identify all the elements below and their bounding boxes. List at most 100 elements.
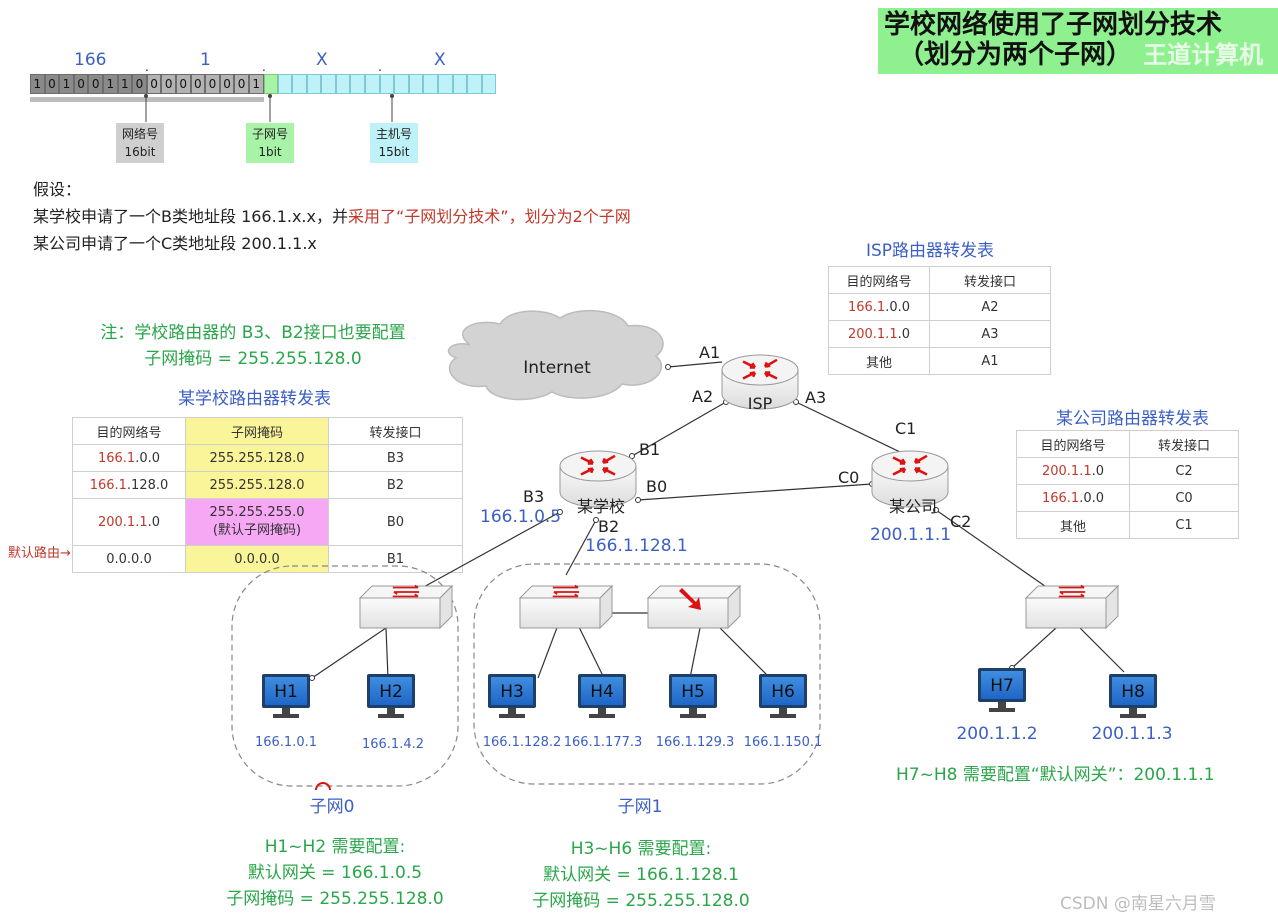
isp-router	[721, 354, 799, 410]
school-router	[559, 450, 637, 508]
footer-credit: CSDN @南星六月雪	[1060, 894, 1216, 914]
host-computer-1: H1	[262, 674, 310, 718]
assumption: 假设： 某学校申请了一个B类地址段 166.1.x.x，并采用了“子网划分技术”…	[33, 180, 631, 253]
interface-ips: 166.1.0.5 166.1.128.1 200.1.1.1	[480, 507, 951, 556]
network-bit-cell: 0	[205, 74, 220, 94]
default-route-label: 默认路由→	[8, 546, 71, 561]
page-title: 学校网络使用了子网划分技术 （划分为两个子网） 王道计算机	[878, 8, 1278, 74]
links	[311, 361, 1125, 679]
octet-label-4: X	[434, 50, 446, 70]
ip-c2: 200.1.1.1	[870, 525, 951, 545]
table-row: 166.1.128.0 255.255.128.0 B2	[72, 471, 463, 499]
host-name: H3	[500, 682, 524, 702]
host-bit-cell	[408, 74, 424, 94]
config-h3h6: H3~H6 需要配置: 默认网关 = 166.1.128.1 子网掩码 = 25…	[532, 839, 750, 911]
host-ip-h7: 200.1.1.2	[956, 724, 1037, 744]
host-bit-cell	[321, 74, 336, 94]
network-bit-cell: 1	[102, 74, 118, 94]
host-bit-cell	[292, 74, 307, 94]
host-ip-h4: 166.1.177.3	[564, 735, 643, 750]
port-b2: B2	[598, 517, 619, 536]
network-bit-cell: 1	[30, 74, 45, 94]
config-h1h2: H1~H2 需要配置: 默认网关 = 166.1.0.5 子网掩码 = 255.…	[226, 837, 444, 909]
table-row: 目的网络号转发接口	[828, 266, 1051, 294]
host-bits	[277, 74, 497, 94]
port-labels: A1 A2 A3 B1 B0 B3 B2 C1 C0 C2	[523, 343, 971, 536]
company-router	[871, 450, 949, 508]
company-table-title: 某公司路由器转发表	[1056, 409, 1209, 429]
internet-cloud: Internet	[447, 309, 664, 401]
port-c2: C2	[950, 512, 971, 531]
subnet-bit	[263, 74, 278, 94]
ip-b2: 166.1.128.1	[585, 536, 688, 556]
network-bit-cell: 0	[190, 74, 206, 94]
table-row: 目的网络号转发接口	[1016, 430, 1239, 458]
bit-underline	[30, 97, 264, 102]
network-bit-cell: 1	[248, 74, 264, 94]
network-bit-cell: 0	[73, 74, 89, 94]
school-table-title: 某学校路由器转发表	[178, 389, 331, 409]
host-bit-cell	[438, 74, 453, 94]
network-bit-cell: 0	[146, 74, 162, 94]
host-computer-3: H3	[488, 674, 536, 718]
octet-label-1: 166	[74, 50, 107, 70]
port-b3: B3	[523, 487, 544, 506]
company-router-label: 某公司	[889, 497, 937, 516]
port-a1: A1	[699, 343, 720, 362]
internet-label: Internet	[523, 358, 591, 378]
host-bit-cell	[452, 74, 468, 94]
cursor-mark	[315, 782, 331, 791]
company-host-ips: 200.1.1.2 200.1.1.3	[956, 724, 1172, 744]
host-name: H6	[771, 682, 795, 702]
host-bit-cell	[379, 74, 395, 94]
title-line2: （划分为两个子网） 王道计算机	[898, 40, 1264, 70]
host-name: H4	[590, 682, 614, 702]
network-bit-cell: 1	[59, 74, 74, 94]
host-bit-cell	[467, 74, 482, 94]
network-bit-cell: 0	[234, 74, 249, 94]
network-bit-cell: 1	[117, 74, 133, 94]
host-name: H7	[990, 676, 1014, 696]
host-ips: 166.1.0.1 166.1.4.2 166.1.128.2 166.1.17…	[255, 735, 822, 752]
network-bit-cell: 0	[44, 74, 60, 94]
host-ip-h6: 166.1.150.1	[744, 735, 823, 750]
port-b0: B0	[646, 477, 667, 496]
host-ip-h5: 166.1.129.3	[656, 735, 735, 750]
subnet1-label: 子网1	[618, 797, 663, 817]
host-name: H1	[274, 682, 298, 702]
subnet0-label: 子网0	[310, 797, 355, 817]
host-computer-4: H4	[578, 674, 626, 718]
host-ip-h1: 166.1.0.1	[255, 735, 317, 750]
school-route-table: 目的网络号 子网掩码 转发接口 166.1.0.0 255.255.128.0 …	[72, 417, 463, 573]
host-computer-6: H6	[759, 674, 807, 718]
hub-subnet1-right	[646, 584, 742, 630]
isp-table-title: ISP路由器转发表	[866, 241, 995, 261]
note: 注：学校路由器的 B3、B2接口也要配置 子网掩码 = 255.255.128.…	[100, 323, 406, 369]
switch-subnet1-left	[518, 584, 614, 630]
host-name: H8	[1121, 682, 1145, 702]
host-bit-cell	[423, 74, 439, 94]
network-bit-cell: 0	[219, 74, 235, 94]
octet-label-2: 1	[200, 50, 211, 70]
network-bit-cell: 0	[161, 74, 176, 94]
network-bit-cell: 0	[88, 74, 103, 94]
port-b1: B1	[639, 440, 660, 459]
host-computer-5: H5	[669, 674, 717, 718]
table-row: 0.0.0.0 0.0.0.0 B1	[72, 545, 463, 573]
host-ip-h2: 166.1.4.2	[362, 737, 424, 752]
switch-subnet0	[358, 584, 454, 630]
subnet0-boundary	[231, 565, 459, 787]
host-computer-8: H8	[1109, 674, 1157, 718]
